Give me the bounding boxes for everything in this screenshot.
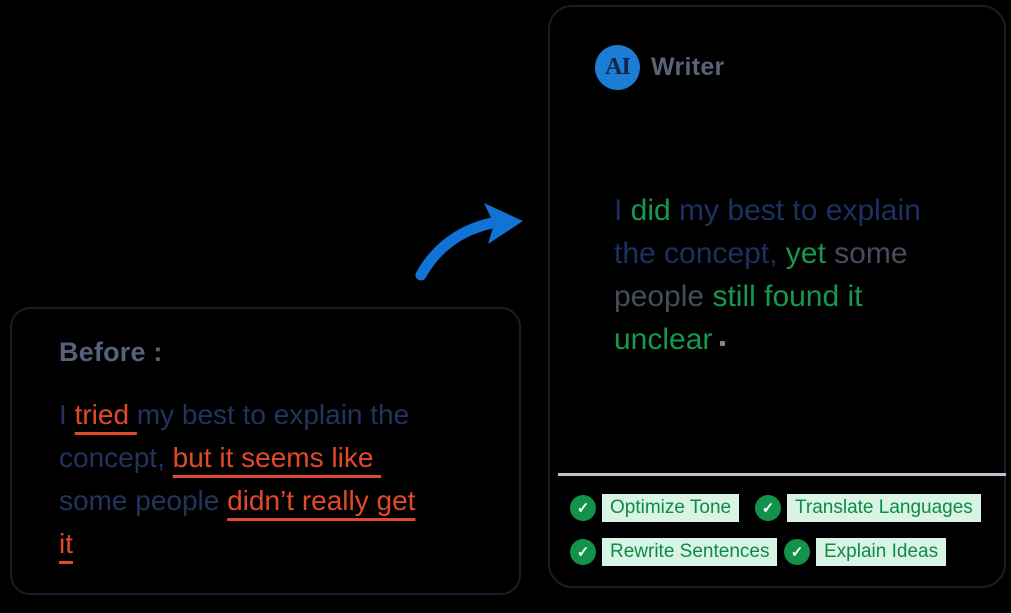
text-run: did <box>630 194 671 227</box>
ai-logo-icon: AI <box>595 45 640 90</box>
divider-line <box>558 473 1006 476</box>
text-run: I <box>59 399 75 430</box>
text-line: some people didn’t really get <box>59 479 415 522</box>
text-run: but it seems like <box>172 442 382 473</box>
feature-label: Translate Languages <box>787 494 981 522</box>
feature-chip-explain-ideas[interactable]: ✓Explain Ideas <box>784 538 947 566</box>
feature-chip-translate-languages[interactable]: ✓Translate Languages <box>755 494 981 522</box>
check-icon: ✓ <box>570 539 596 565</box>
text-run: it <box>59 528 73 559</box>
text-run: I <box>614 194 631 227</box>
text-run: concept, <box>59 442 173 473</box>
check-icon: ✓ <box>570 495 596 521</box>
before-title: Before : <box>59 337 163 367</box>
text-run: still found it <box>712 280 863 313</box>
text-run: people <box>614 280 713 313</box>
feature-label: Rewrite Sentences <box>602 538 778 566</box>
text-run: yet <box>785 237 826 270</box>
text-run: some <box>825 237 908 270</box>
text-run: some people <box>59 485 228 516</box>
text-run: my best to explain <box>670 194 921 227</box>
feature-chip-rewrite-sentences[interactable]: ✓Rewrite Sentences <box>570 538 778 566</box>
text-line: the concept, yet some <box>614 232 921 275</box>
text-line: I tried my best to explain the <box>59 393 415 436</box>
check-icon: ✓ <box>755 495 781 521</box>
text-line: it <box>59 522 415 565</box>
text-run: unclear <box>614 323 713 356</box>
feature-label: Explain Ideas <box>816 538 947 566</box>
feature-chip-optimize-tone[interactable]: ✓Optimize Tone <box>570 494 740 522</box>
feature-label: Optimize Tone <box>602 494 740 522</box>
text-run: my best to explain the <box>136 399 410 430</box>
text-line: people still found it <box>614 275 921 318</box>
text-line: I did my best to explain <box>614 189 921 232</box>
text-run: didn’t really get <box>227 485 416 516</box>
logo-row: AI Writer <box>595 45 725 90</box>
text-cursor <box>720 341 726 346</box>
text-run: the concept, <box>614 237 786 270</box>
check-icon: ✓ <box>784 539 810 565</box>
brand-name: Writer <box>651 53 725 81</box>
arrow-container <box>408 196 533 291</box>
text-line: concept, but it seems like <box>59 436 415 479</box>
text-run: tried <box>74 399 137 430</box>
curved-arrow-icon <box>415 203 523 281</box>
text-line: unclear <box>614 318 921 361</box>
